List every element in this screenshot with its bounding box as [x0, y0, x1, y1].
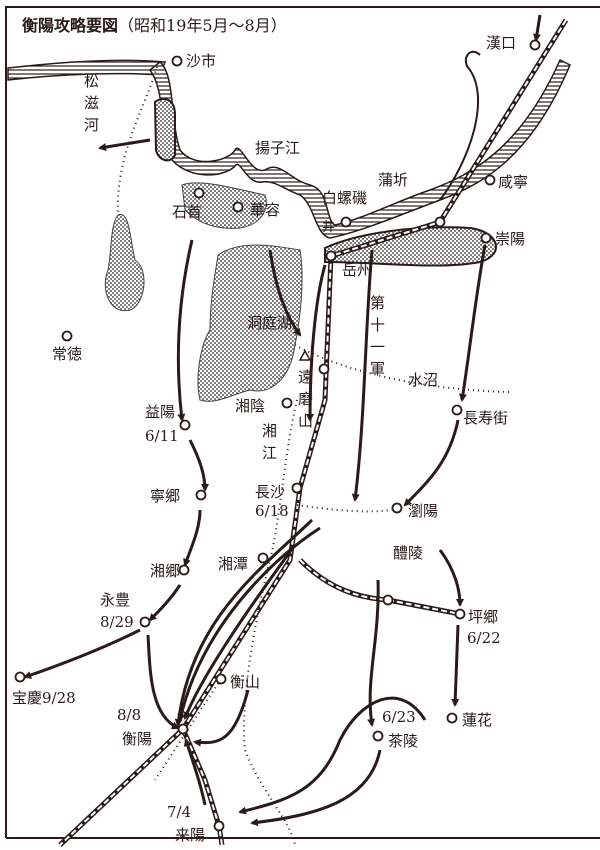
label-changsha: 長沙 — [255, 483, 286, 501]
city-markers — [14, 39, 541, 832]
label-yiyang: 益陽 — [145, 403, 176, 421]
label-songzi-river: 松滋河 — [84, 72, 100, 134]
yangtze-river — [7, 50, 571, 239]
label-yongfeng: 永豊 — [100, 591, 131, 609]
label-mountain: 遠磨山 — [298, 368, 314, 430]
date-yiyang: 6/11 — [145, 427, 179, 445]
date-hengyang: 8/8 — [117, 706, 142, 724]
label-liling: 醴陵 — [393, 544, 424, 562]
label-dongting-lake: 洞庭湖 — [247, 314, 293, 332]
label-xiangyin: 湘陰 — [235, 397, 266, 415]
label-lianhua: 蓮花 — [462, 711, 493, 729]
label-puqi: 蒲圻 — [378, 171, 409, 189]
label-miluo-river: 水沼 — [408, 371, 439, 389]
label-shishou: 石首 — [172, 203, 203, 221]
date-baoqing: 9/28 — [42, 689, 76, 707]
baoqing-name: 宝慶 — [12, 689, 43, 707]
label-11th-army: 第十一軍 — [370, 294, 386, 378]
label-pingxiang: 坪郷 — [468, 608, 499, 626]
crossing-marker-icon: 井 — [322, 220, 335, 235]
label-changde: 常徳 — [52, 345, 83, 363]
label-chaling: 茶陵 — [388, 732, 419, 750]
map-frame — [5, 6, 600, 839]
label-hengyang: 衡陽 — [122, 730, 153, 748]
label-yangtze: 揚子江 — [255, 139, 301, 157]
label-ningxiang: 寧郷 — [150, 487, 181, 505]
label-hankou: 漢口 — [486, 34, 517, 52]
label-changshoujie: 長寿街 — [463, 409, 509, 427]
date-leiyang: 7/4 — [167, 803, 192, 821]
label-bailuoji: 白螺磯 — [322, 189, 368, 207]
title-period: （昭和19年5月～8月） — [118, 16, 287, 35]
label-leiyang: 来陽 — [175, 826, 206, 844]
label-chongyang: 崇陽 — [495, 230, 526, 248]
label-xiang-river: 湘江 — [262, 422, 278, 462]
map-title: 衡陽攻略要図（昭和19年5月～8月） — [22, 12, 287, 36]
label-baoqing: 宝慶9/28 — [12, 690, 76, 706]
date-chaling: 6/23 — [382, 708, 416, 726]
date-pingxiang: 6/22 — [467, 629, 501, 647]
label-yuezhou: 岳州 — [342, 261, 373, 279]
label-huarong: 華容 — [250, 201, 281, 219]
label-xiangxiang: 湘郷 — [150, 562, 181, 580]
date-changsha: 6/18 — [255, 502, 289, 520]
advance-arrows — [23, 14, 542, 827]
label-hengshan: 衡山 — [230, 673, 261, 691]
label-xiangtan: 湘潭 — [218, 555, 249, 573]
mountain-triangle-icon — [298, 349, 312, 361]
label-liuyang: 瀏陽 — [408, 502, 439, 520]
date-yongfeng: 8/29 — [100, 613, 134, 631]
lake-areas — [104, 97, 497, 402]
label-shashi: 沙市 — [186, 52, 217, 70]
title-main: 衡陽攻略要図 — [22, 16, 119, 35]
label-xianning: 咸寧 — [498, 173, 529, 191]
